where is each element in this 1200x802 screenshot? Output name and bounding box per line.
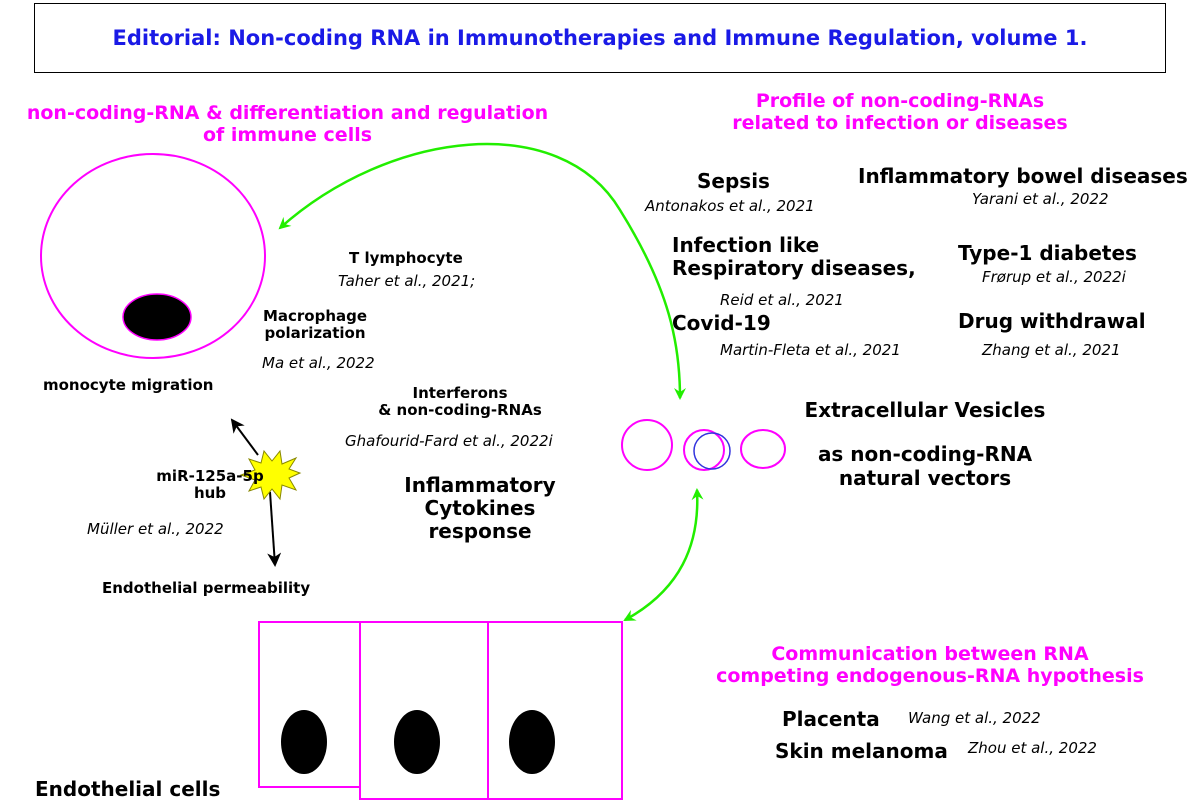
label-line: response: [428, 519, 532, 543]
label-line: as non-coding-RNA: [817, 442, 1033, 466]
profile-heading: Profile of non-coding-RNAs related to in…: [700, 90, 1100, 135]
infection-ref: Reid et al., 2021: [720, 291, 844, 309]
t1d-label: Type-1 diabetes: [958, 241, 1137, 265]
interferons-label: Interferons & non-coding-RNAs: [350, 384, 570, 420]
label-line: Interferons: [412, 384, 508, 402]
green-double-arrow-icon: [623, 488, 704, 622]
label-line: polarization: [264, 324, 366, 343]
heading-line: related to infection or diseases: [732, 111, 1068, 134]
drug-withdrawal-ref: Zhang et al., 2021: [982, 341, 1121, 359]
covid-ref: Martin-Fleta et al., 2021: [720, 341, 901, 359]
covid-label: Covid-19: [672, 311, 771, 335]
monocyte-migration-label: monocyte migration: [43, 376, 214, 394]
hub-to-monocyte-arrow: [230, 418, 259, 456]
green-double-arrow-icon: [278, 142, 686, 400]
vesicles-label: Extracellular Vesicles as non-coding-RNA…: [790, 398, 1060, 490]
sepsis-ref: Antonakos et al., 2021: [645, 197, 815, 215]
label-line: natural vectors: [838, 466, 1012, 490]
label-line: Cytokines: [424, 496, 536, 520]
t-lymphocyte-label: T lymphocyte: [349, 249, 463, 267]
label-line: & non-coding-RNAs: [378, 401, 542, 420]
immune-cells-heading: non-coding-RNA & differentiation and reg…: [0, 102, 575, 147]
infection-label: Infection like Respiratory diseases,: [672, 234, 916, 280]
label-line: Macrophage: [262, 307, 368, 325]
title-box: Editorial: Non-coding RNA in Immunothera…: [34, 3, 1166, 73]
t-lymphocyte-ref: Taher et al., 2021;: [338, 272, 476, 290]
endothelial-cell-icon: [258, 621, 361, 788]
mir-ref: Müller et al., 2022: [87, 520, 224, 538]
label-line: Respiratory diseases,: [672, 256, 916, 280]
ibd-ref: Yarani et al., 2022: [972, 190, 1109, 208]
cytokines-label: Inflammatory Cytokines response: [390, 474, 570, 543]
label-line: Infection like: [672, 233, 820, 257]
macrophage-ref: Ma et al., 2022: [262, 354, 375, 372]
label-line: Extracellular Vesicles: [804, 398, 1046, 422]
communication-heading: Communication between RNA competing endo…: [680, 643, 1180, 688]
interferons-ref: Ghafourid-Fard et al., 2022i: [345, 432, 553, 450]
heading-line: competing endogenous-RNA hypothesis: [716, 664, 1144, 687]
label-line: hub: [193, 484, 227, 503]
drug-withdrawal-label: Drug withdrawal: [958, 309, 1146, 333]
heading-line: of immune cells: [202, 123, 373, 146]
placenta-label: Placenta: [782, 707, 880, 731]
heading-line: non-coding-RNA & differentiation and reg…: [26, 102, 549, 124]
label-line: Inflammatory: [404, 473, 556, 497]
macrophage-label: Macrophage polarization: [250, 307, 380, 343]
ibd-label: Inflammatory bowel diseases: [858, 164, 1188, 188]
endothelial-cell-icon: [359, 621, 489, 800]
placenta-ref: Wang et al., 2022: [908, 709, 1041, 727]
melanoma-label: Skin melanoma: [775, 739, 948, 763]
extracellular-vesicle-icon: [621, 419, 786, 471]
mir-hub-label: miR-125a-5p hub: [140, 467, 280, 503]
heading-line: Communication between RNA: [771, 643, 1089, 665]
heading-line: Profile of non-coding-RNAs: [755, 90, 1045, 112]
endothelial-cells-label: Endothelial cells: [35, 777, 221, 801]
endothelial-permeability-label: Endothelial permeability: [102, 579, 311, 597]
diagram-title: Editorial: Non-coding RNA in Immunothera…: [112, 26, 1088, 50]
sepsis-label: Sepsis: [697, 169, 770, 193]
label-line: miR-125a-5p: [156, 467, 264, 485]
melanoma-ref: Zhou et al., 2022: [968, 739, 1097, 757]
hub-to-permeability-arrow: [267, 491, 282, 567]
endothelial-cell-icon: [487, 621, 623, 800]
t1d-ref: Frørup et al., 2022i: [982, 268, 1126, 286]
monocyte-cell-icon: [40, 153, 266, 359]
hub-star-icon: [239, 449, 302, 501]
